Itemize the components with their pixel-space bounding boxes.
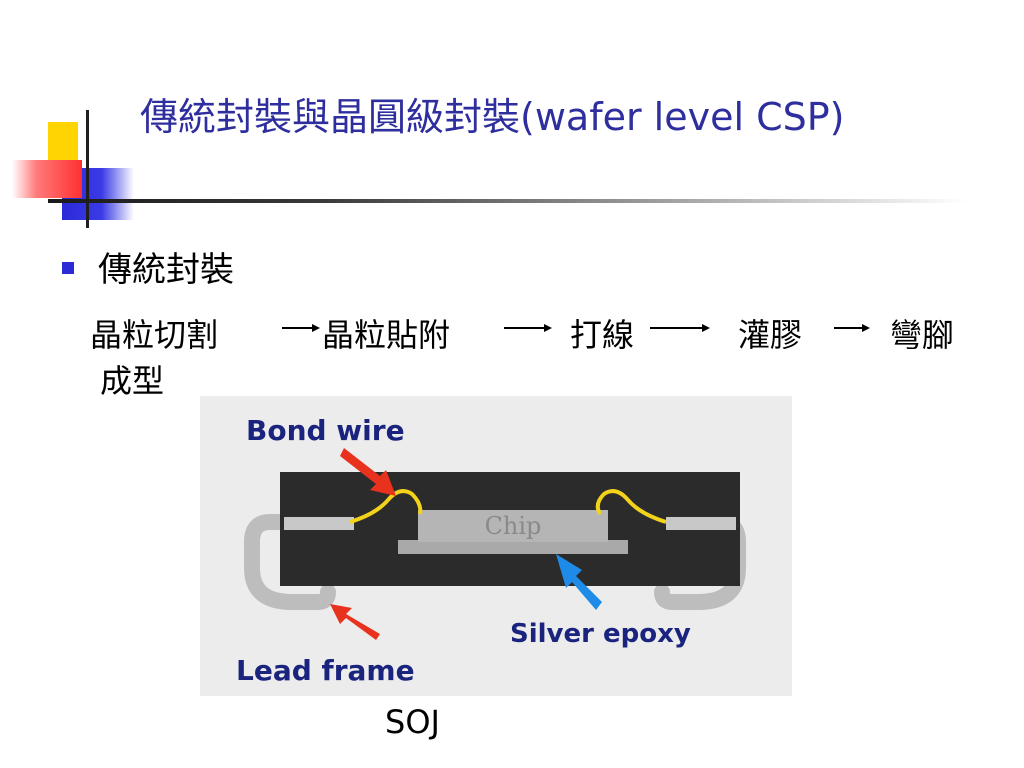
bond-wire-left — [349, 489, 423, 524]
title-underline — [48, 199, 968, 203]
soj-diagram-svg: Chip Bond wire Silver epoxy Lead frame — [200, 396, 792, 696]
flow-step-3: 打線 — [570, 316, 635, 354]
flow-step-1: 晶粒切割 — [90, 316, 219, 354]
chip — [418, 510, 608, 542]
flow-step-6: 成型 — [100, 362, 165, 400]
process-flow: 晶粒切割 晶粒貼附 打線 灌膠 彎腳 成型 — [90, 310, 990, 400]
red-arrow-bond-wire — [340, 448, 396, 496]
bullet-square-icon — [62, 262, 74, 274]
bullet-text: 傳統封裝 — [98, 250, 234, 290]
lead-finger-right — [666, 517, 736, 530]
arrow-right-icon — [280, 310, 322, 358]
lead-frame-left — [244, 514, 336, 610]
decor-vertical-line — [86, 110, 89, 228]
arrow-right-icon — [502, 310, 554, 358]
lead-frame-label: Lead frame — [236, 654, 415, 687]
decor-red-bar — [12, 160, 82, 198]
red-arrow-lead-frame — [330, 604, 380, 640]
bond-wire-label: Bond wire — [246, 414, 405, 447]
arrow-right-icon — [648, 310, 712, 358]
flow-step-2: 晶粒貼附 — [322, 316, 451, 354]
flow-step-5: 彎腳 — [890, 316, 955, 354]
slide-title: 傳統封裝與晶圓級封裝(wafer level CSP) — [140, 95, 845, 139]
soj-package-diagram: Chip Bond wire Silver epoxy Lead frame — [200, 396, 792, 696]
arrow-right-icon — [832, 310, 872, 358]
lead-finger-left — [284, 517, 354, 530]
flow-step-4: 灌膠 — [738, 316, 803, 354]
die-pad — [398, 540, 628, 554]
blue-arrow-silver-epoxy — [556, 554, 602, 610]
chip-label: Chip — [485, 512, 542, 540]
silver-epoxy-label: Silver epoxy — [510, 619, 691, 649]
bond-wire-right — [595, 489, 667, 524]
diagram-caption: SOJ — [385, 703, 440, 741]
